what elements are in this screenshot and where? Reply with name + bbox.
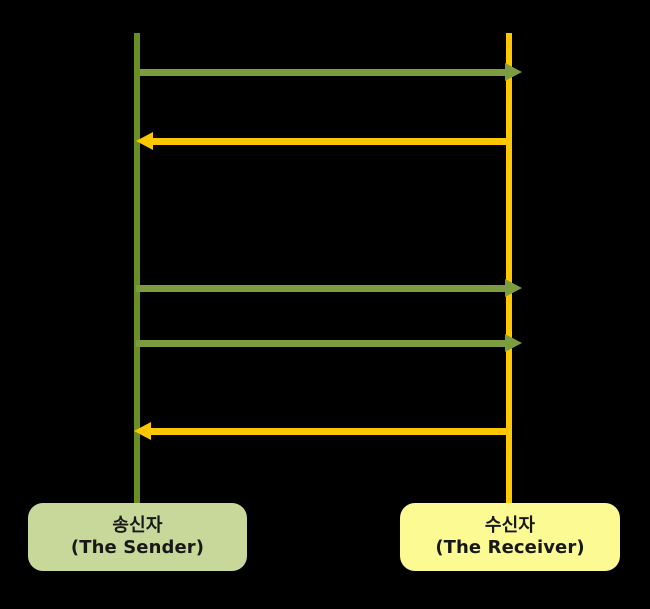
message-arrow-2 [136, 132, 506, 150]
message-arrow-4-shaft [136, 340, 506, 347]
message-arrow-5-shaft [150, 428, 506, 435]
lifeline-sender [134, 33, 140, 508]
arrowhead-right-icon [505, 334, 522, 352]
arrowhead-right-icon [505, 63, 522, 81]
message-arrow-1 [140, 63, 522, 81]
message-arrow-3 [136, 279, 522, 297]
actor-sender-name-ko: 송신자 [112, 515, 163, 537]
arrowhead-right-icon [505, 279, 522, 297]
actor-box-sender[interactable]: 송신자 (The Sender) [28, 503, 247, 571]
message-arrow-5 [134, 422, 506, 440]
actor-sender-name-en: (The Sender) [70, 537, 205, 558]
actor-receiver-name-ko: 수신자 [484, 515, 536, 537]
actor-box-receiver[interactable]: 수신자 (The Receiver) [400, 503, 620, 571]
message-arrow-3-shaft [136, 285, 506, 292]
message-arrow-2-shaft [152, 138, 506, 145]
message-arrow-4 [136, 334, 522, 352]
arrowhead-left-icon [134, 422, 151, 440]
actor-receiver-name-en: (The Receiver) [435, 537, 585, 558]
lifeline-receiver [506, 33, 512, 508]
message-arrow-1-shaft [140, 69, 506, 76]
arrowhead-left-icon [136, 132, 153, 150]
